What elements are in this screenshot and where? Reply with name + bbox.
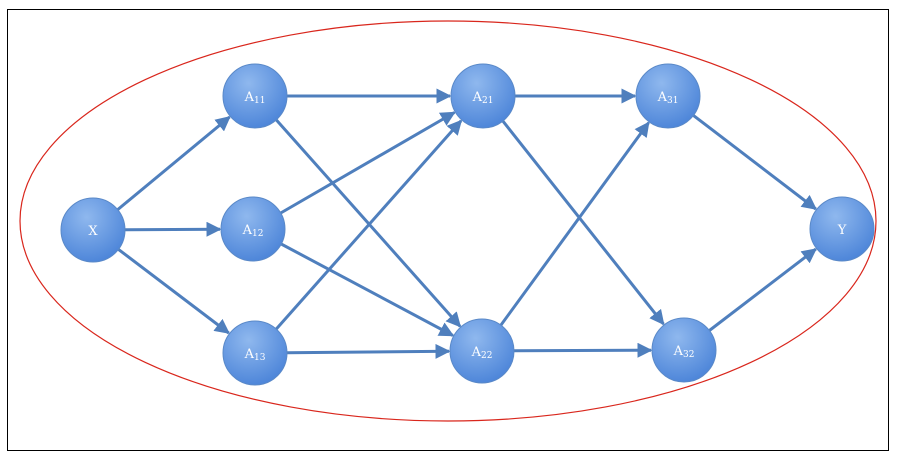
node-circle (809, 196, 875, 262)
node-label-base: A (471, 345, 482, 360)
node-label: A31 (657, 90, 679, 106)
node-circle (449, 318, 515, 384)
node-label-base: X (88, 224, 98, 239)
node-label: A13 (244, 347, 266, 363)
edge-a32-y (708, 247, 817, 332)
boundary-ellipse (19, 20, 877, 422)
node-circle (60, 197, 126, 263)
node-a31: A31 (635, 63, 701, 129)
node-label-subscript: 32 (683, 350, 694, 360)
node-y: Y (809, 196, 875, 262)
node-circle (651, 317, 717, 383)
node-circle (220, 196, 286, 262)
edge-a12-a21 (279, 111, 456, 215)
node-a32: A32 (651, 317, 717, 383)
edge-a13-a22 (286, 343, 451, 359)
edge-x-a13 (117, 248, 230, 335)
node-label-base: A (244, 347, 255, 362)
node-label-base: A (657, 90, 668, 105)
edge-a31-y (692, 114, 817, 211)
node-label: A12 (242, 223, 264, 239)
node-label: A11 (244, 90, 266, 106)
edge-a13-a21 (275, 119, 463, 331)
edge-a21-a32 (501, 120, 665, 326)
node-label-subscript: 12 (252, 229, 263, 239)
node-a13: A13 (222, 320, 288, 386)
node-label-base: Y (837, 223, 847, 238)
edge-a22-a32 (513, 342, 653, 358)
edge-x-a11 (116, 115, 231, 211)
node-label-base: A (472, 90, 483, 105)
node-label-subscript: 13 (254, 353, 266, 363)
node-label-base: A (244, 90, 255, 105)
node-label-base: A (242, 223, 253, 238)
node-label-subscript: 11 (254, 96, 265, 106)
node-label-subscript: 22 (481, 351, 492, 361)
node-x: X (60, 197, 126, 263)
node-label-subscript: 21 (482, 96, 493, 106)
node-circle (450, 63, 516, 129)
edge-a22-a31 (499, 121, 650, 326)
node-label-subscript: 31 (667, 96, 678, 106)
node-circle (222, 320, 288, 386)
node-label: X (88, 224, 98, 239)
edge-x-a12 (124, 221, 222, 237)
edge-a12-a22 (280, 242, 455, 337)
node-circle (635, 63, 701, 129)
node-label: Y (837, 223, 847, 238)
node-label: A32 (673, 344, 695, 360)
node-a12: A12 (220, 196, 286, 262)
node-a11: A11 (222, 63, 288, 129)
edges-layer (116, 88, 817, 359)
node-a21: A21 (450, 63, 516, 129)
node-circle (222, 63, 288, 129)
node-label: A22 (471, 345, 493, 361)
node-a22: A22 (449, 318, 515, 384)
node-label: A21 (472, 90, 494, 106)
node-label-base: A (673, 344, 684, 359)
